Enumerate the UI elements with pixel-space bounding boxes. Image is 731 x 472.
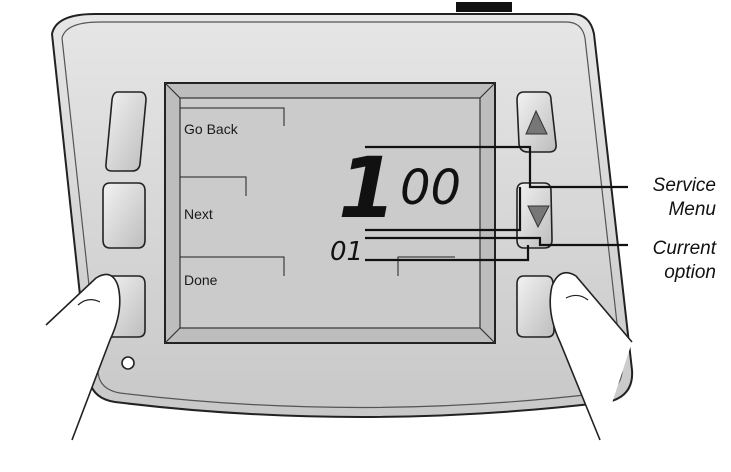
readout-option: 01 bbox=[330, 237, 364, 267]
mounting-tab bbox=[456, 2, 512, 12]
service-menu-callout: Service Menu bbox=[653, 174, 716, 222]
left-button-top[interactable] bbox=[105, 91, 147, 172]
current-option-line1: Current bbox=[652, 238, 716, 259]
current-option-callout-line-lower bbox=[365, 245, 530, 262]
service-menu-callout-line-lower bbox=[365, 187, 522, 232]
current-option-callout: Current option bbox=[653, 237, 716, 285]
left-button-middle[interactable] bbox=[102, 182, 146, 249]
done-label: Done bbox=[184, 272, 218, 288]
service-menu-line2: Menu bbox=[668, 199, 716, 220]
down-arrow-icon bbox=[527, 205, 550, 229]
lcd-screen bbox=[179, 97, 481, 329]
right-button-bottom[interactable] bbox=[516, 275, 555, 338]
up-arrow-icon bbox=[525, 109, 548, 135]
next-label: Next bbox=[184, 206, 213, 222]
service-menu-callout-line bbox=[365, 145, 628, 189]
left-hand bbox=[45, 273, 121, 441]
readout-value: 00 bbox=[400, 160, 462, 216]
current-option-line2: option bbox=[664, 262, 716, 283]
readout-big-digit: 1 bbox=[338, 139, 397, 237]
indicator-light bbox=[121, 356, 135, 370]
go-back-label: Go Back bbox=[184, 121, 238, 137]
right-hand bbox=[549, 271, 633, 441]
service-menu-line1: Service bbox=[652, 175, 716, 196]
current-option-callout-line bbox=[365, 236, 628, 247]
